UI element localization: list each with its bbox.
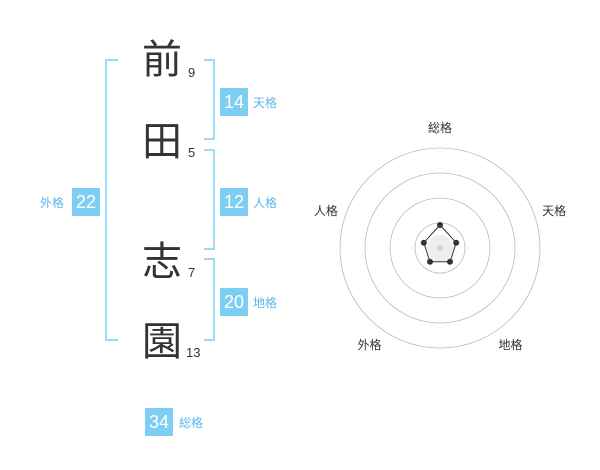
radar-points bbox=[420, 222, 460, 265]
radar-axis-label-1: 総格 bbox=[428, 120, 452, 135]
jinkaku-label: 人格 bbox=[253, 196, 278, 210]
radar-point-3 bbox=[446, 258, 453, 265]
radar-axis-label-3: 地格 bbox=[499, 337, 523, 352]
radar-point-2 bbox=[453, 239, 460, 246]
jinkaku-bracket bbox=[204, 149, 215, 250]
name-char-4: 園 bbox=[142, 319, 182, 365]
radar-ring-4 bbox=[339, 147, 541, 349]
radar-axis-label-4: 外格 bbox=[357, 337, 381, 352]
soukaku-value: 34 bbox=[145, 408, 173, 436]
radar-ring-3 bbox=[364, 172, 516, 324]
name-char-3: 志 bbox=[142, 239, 182, 285]
jinkaku-value: 12 bbox=[220, 188, 248, 216]
stroke-count-1: 9 bbox=[188, 65, 196, 80]
radar-shape bbox=[423, 224, 457, 263]
name-char-2: 田 bbox=[142, 119, 182, 165]
radar-point-1 bbox=[437, 222, 443, 228]
tenkaku-value: 14 bbox=[220, 88, 248, 116]
name-char-1: 前 bbox=[142, 37, 182, 83]
gaikaku-bracket bbox=[105, 59, 118, 341]
radar-ring-2 bbox=[389, 197, 491, 299]
stroke-count-4: 13 bbox=[186, 345, 201, 360]
radar-point-5 bbox=[420, 239, 427, 246]
stroke-count-3: 7 bbox=[188, 265, 196, 280]
radar-center-dot bbox=[437, 245, 443, 251]
stroke-count-2: 5 bbox=[188, 145, 196, 160]
radar-axis-label-2: 天格 bbox=[542, 203, 566, 218]
gaikaku-value: 22 bbox=[72, 188, 100, 216]
gaikaku-label: 外格 bbox=[40, 196, 65, 210]
chikaku-value: 20 bbox=[220, 288, 248, 316]
soukaku-label: 総格 bbox=[179, 416, 204, 430]
radar-point-4 bbox=[427, 258, 434, 265]
tenkaku-bracket bbox=[204, 59, 215, 140]
chikaku-label: 地格 bbox=[253, 296, 278, 310]
radar-rings bbox=[339, 147, 541, 349]
radar-axis-label-5: 人格 bbox=[314, 203, 338, 218]
chikaku-bracket bbox=[204, 258, 215, 341]
tenkaku-label: 天格 bbox=[253, 96, 278, 110]
